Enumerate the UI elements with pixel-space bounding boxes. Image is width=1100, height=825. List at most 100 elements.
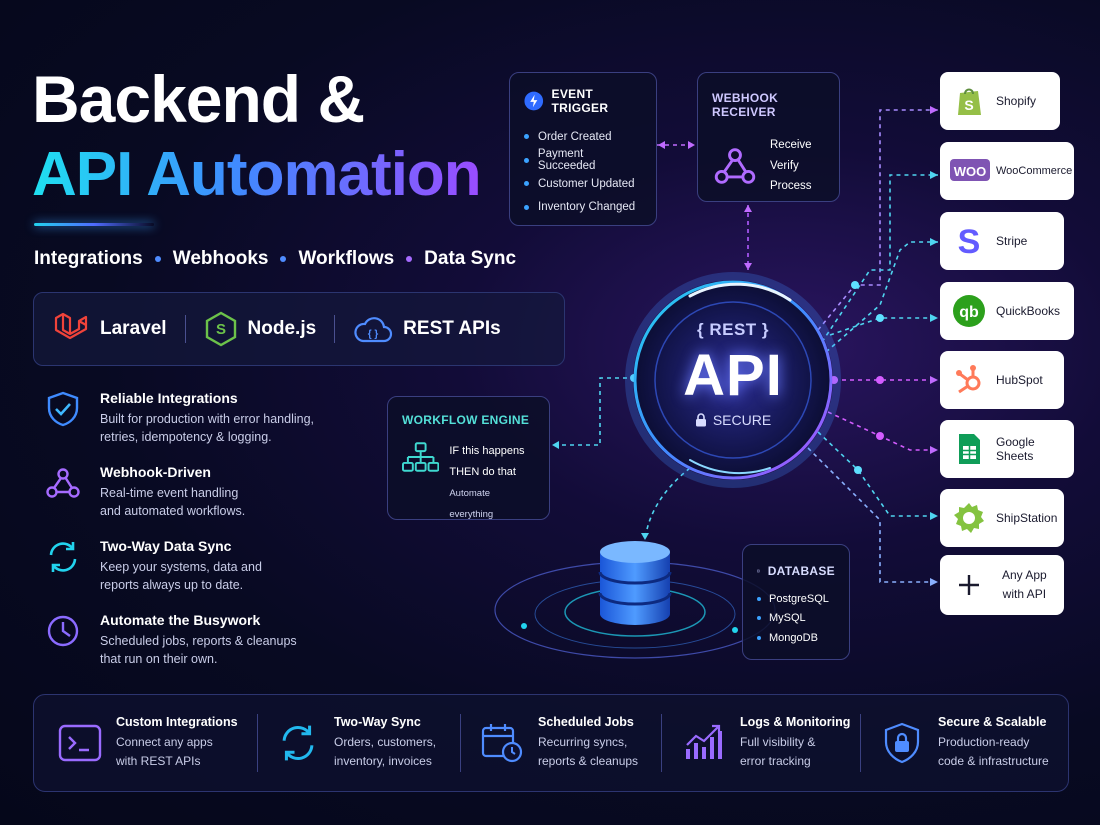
shield-check-icon <box>47 391 79 427</box>
terminal-icon <box>58 724 102 762</box>
tech-laravel: Laravel <box>52 310 167 348</box>
feature-desc: Built for production with error handling… <box>100 412 315 445</box>
bottom-item-title: Secure & Scalable <box>938 715 1047 730</box>
list-item: Customer Updated <box>524 172 642 196</box>
bottom-item-desc: Recurring syncs, reports & cleanups <box>538 735 639 768</box>
service-shopify: S Shopify <box>940 72 1060 130</box>
laravel-icon <box>54 312 88 340</box>
bottom-item-desc: Connect any apps with REST APIs <box>116 735 213 768</box>
sheets-icon <box>959 434 980 464</box>
workflow-line: IF this happens <box>449 445 525 457</box>
bottom-item-desc: Production-ready code & infrastructure <box>938 735 1049 768</box>
service-label: Shopify <box>996 94 1037 108</box>
feature-title: Webhook-Driven <box>100 464 211 480</box>
clock-icon <box>47 615 79 647</box>
database-box: DATABASE PostgreSQL MySQL MongoDB <box>742 544 850 660</box>
tech-rest: { } REST APIs <box>353 313 501 345</box>
calendar-clock-icon <box>481 724 523 763</box>
service-label: WooCommerce <box>996 165 1073 177</box>
workflow-engine-box: WORKFLOW ENGINE IF this happens THEN do … <box>387 396 550 520</box>
stripe-icon: S <box>958 224 981 258</box>
svg-text:S: S <box>958 224 981 258</box>
service-any-app: Any App with API <box>940 555 1064 615</box>
feature-title: Reliable Integrations <box>100 390 238 406</box>
tech-label: Laravel <box>100 318 167 339</box>
sync-icon <box>49 542 77 572</box>
feature-title: Two-Way Data Sync <box>100 538 232 554</box>
divider <box>661 714 662 772</box>
feature-title: Automate the Busywork <box>100 612 261 628</box>
list-item: MySQL <box>757 609 835 629</box>
workflow-line: THEN do that <box>449 466 516 478</box>
webhook-icon <box>714 147 756 184</box>
receiver-step: Process <box>770 180 812 192</box>
sync-icon <box>282 725 314 761</box>
quickbooks-icon: qb <box>953 295 985 327</box>
bottom-item-desc: Orders, customers, inventory, invoices <box>334 735 437 768</box>
lock-icon <box>695 413 706 427</box>
svg-text:WOO: WOO <box>954 164 987 179</box>
tag-separator <box>406 256 413 262</box>
shipstation-icon <box>954 503 984 533</box>
svg-text:S: S <box>216 321 226 338</box>
webhook-receiver-title: WEBHOOK RECEIVER <box>712 91 779 119</box>
service-quickbooks: qb QuickBooks <box>940 282 1074 340</box>
workflow-lines: IF this happens THEN do that Automate ev… <box>449 441 535 525</box>
plus-icon <box>959 575 979 595</box>
database-list: PostgreSQL MySQL MongoDB <box>757 589 835 648</box>
service-woocommerce: WOO WooCommerce <box>940 142 1074 200</box>
list-item: PostgreSQL <box>757 589 835 609</box>
tag-item: Webhooks <box>172 248 269 269</box>
svg-text:qb: qb <box>959 304 979 321</box>
list-item: Payment Succeeded <box>524 148 642 172</box>
workflow-line: Automate everything <box>449 488 494 520</box>
divider <box>860 714 861 772</box>
tech-node: S Node.js <box>204 311 317 347</box>
headline-line2: API Automation <box>32 140 482 209</box>
tag-item: Workflows <box>298 248 395 269</box>
headline-line1: Backend & <box>32 62 365 136</box>
tag-row: Integrations Webhooks Workflows Data Syn… <box>34 248 516 270</box>
event-list: Order Created Payment Succeeded Customer… <box>524 125 642 219</box>
receiver-steps: Receive Verify Process <box>770 135 812 197</box>
divider <box>334 315 336 343</box>
service-stripe: S Stripe <box>940 212 1064 270</box>
tag-item: Integrations <box>34 248 143 269</box>
hubspot-icon <box>956 365 981 394</box>
service-label: ShipStation <box>996 511 1058 525</box>
secure-label: SECURE <box>712 412 772 428</box>
chart-icon <box>686 724 722 759</box>
list-item: Inventory Changed <box>524 196 642 220</box>
headline-underline <box>34 223 154 226</box>
event-trigger-box: EVENT TRIGGER Order Created Payment Succ… <box>509 72 657 226</box>
divider <box>257 714 258 772</box>
tech-label: Node.js <box>247 318 317 339</box>
service-label: HubSpot <box>996 373 1043 387</box>
tag-separator <box>280 256 287 262</box>
bottom-item-title: Custom Integrations <box>116 715 238 730</box>
database-cylinder-icon <box>598 541 672 625</box>
divider <box>184 315 186 343</box>
receiver-step: Receive <box>770 139 812 151</box>
tech-label: REST APIs <box>403 318 501 339</box>
service-label: Any App with API <box>1002 568 1047 601</box>
api-hub-rest: { REST } <box>696 320 770 339</box>
database-title: DATABASE <box>767 564 835 578</box>
svg-text:S: S <box>964 97 973 113</box>
bottom-item-title: Scheduled Jobs <box>538 715 634 730</box>
service-shipstation: ShipStation <box>940 489 1064 547</box>
workflow-engine-title: WORKFLOW ENGINE <box>402 413 530 427</box>
bolt-icon <box>524 91 544 111</box>
api-hub-secure: SECURE <box>635 412 831 428</box>
